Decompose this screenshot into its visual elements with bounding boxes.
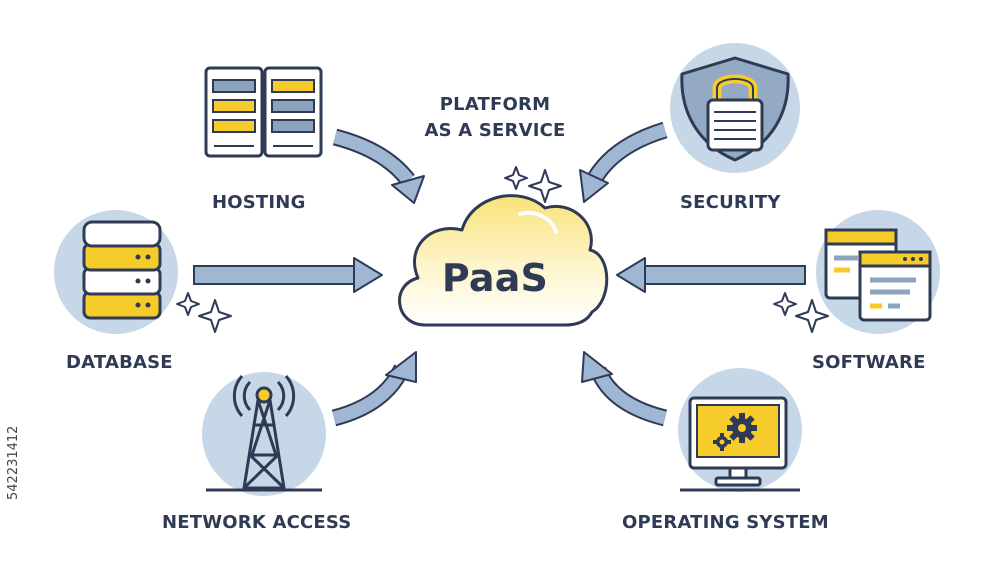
stock-id-watermark: 542231412	[6, 425, 21, 500]
title-line-2: AS A SERVICE	[424, 120, 566, 141]
security-label: SECURITY	[680, 192, 781, 213]
antenna-tower-icon	[202, 372, 326, 496]
hosting-label: HOSTING	[212, 192, 306, 213]
paas-label: PaaS	[441, 256, 549, 300]
server-rack-icon	[204, 66, 323, 158]
title-line-1: PLATFORM	[439, 94, 551, 115]
arrow-software	[616, 257, 806, 293]
arrow-database	[193, 257, 383, 293]
sparkle-icon	[176, 166, 829, 333]
padlock-shield-icon	[670, 43, 800, 173]
arrow-hosting	[332, 128, 425, 204]
cloud-icon	[398, 194, 609, 327]
software-windows-icon	[816, 210, 940, 334]
operating-system-label: OPERATING SYSTEM	[622, 512, 829, 533]
monitor-gears-icon	[678, 368, 802, 492]
network-access-label: NETWORK ACCESS	[162, 512, 352, 533]
arrow-security	[579, 121, 668, 203]
arrow-network	[331, 351, 417, 427]
diagram-title: PLATFORM AS A SERVICE	[395, 92, 595, 144]
arrow-os	[581, 351, 668, 427]
database-icon	[54, 210, 178, 334]
software-label: SOFTWARE	[812, 352, 926, 373]
database-label: DATABASE	[66, 352, 173, 373]
